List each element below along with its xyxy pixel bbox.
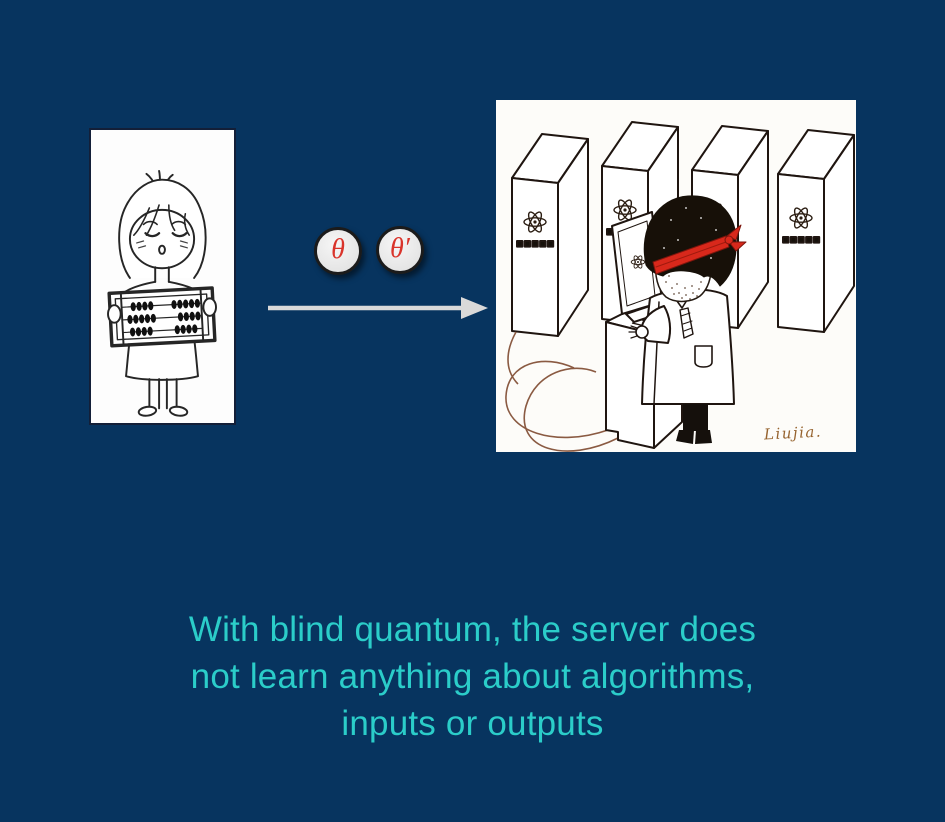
theta-token: θ xyxy=(314,227,362,275)
client-illustration-box xyxy=(89,128,236,425)
client-with-abacus-illustration xyxy=(107,169,217,417)
shoe-icon xyxy=(676,430,694,444)
hand-icon xyxy=(107,304,122,324)
beard-stipple xyxy=(665,275,702,300)
cables xyxy=(505,331,619,452)
abacus-beads xyxy=(127,298,201,337)
caption-line-3: inputs or outputs xyxy=(341,704,604,743)
blindfolded-server-illustration xyxy=(505,100,856,452)
caption: With blind quantum, the server does not … xyxy=(0,606,945,747)
shoe-icon xyxy=(695,430,712,444)
blindfolded-scientist xyxy=(628,195,747,444)
server-tower-icon xyxy=(778,130,854,332)
server-illustration-box: Liujia. xyxy=(496,100,856,452)
face-outline xyxy=(128,208,196,270)
mouth-icon xyxy=(158,244,166,255)
eyes-closed-icon xyxy=(142,220,188,238)
server-tower-icon xyxy=(512,134,588,336)
right-arrow-icon xyxy=(268,297,488,319)
blindfold-icon xyxy=(652,224,747,275)
caption-line-2: not learn anything about algorithms, xyxy=(190,657,755,696)
legs-feet xyxy=(137,378,189,417)
lab-coat xyxy=(641,288,735,405)
theta-prime-token: θ′ xyxy=(376,226,424,274)
illustration-signature: Liujia. xyxy=(763,422,823,444)
theta-prime-label: θ′ xyxy=(390,233,410,264)
hand-icon xyxy=(202,297,217,317)
abacus-icon xyxy=(107,286,217,348)
pants xyxy=(683,404,708,431)
blush-marks xyxy=(136,240,188,249)
theta-label: θ xyxy=(331,234,345,265)
caption-line-1: With blind quantum, the server does xyxy=(188,610,757,649)
coat-pocket xyxy=(694,345,713,368)
hand-icon xyxy=(635,325,649,339)
